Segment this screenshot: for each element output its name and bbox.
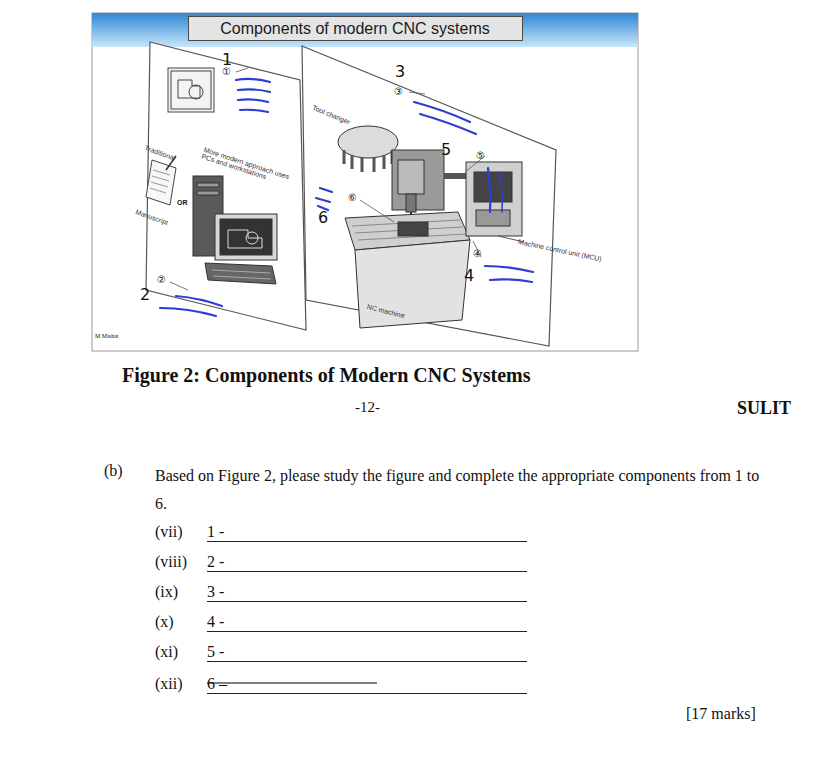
question-text: Based on Figure 2, please study the figu…: [155, 462, 770, 518]
panels: [146, 42, 556, 346]
answer-line: 4 -: [207, 613, 527, 632]
illustration-stroke: [476, 210, 510, 226]
item-number: (viii): [155, 553, 187, 571]
illustration-stroke: [414, 102, 470, 122]
illustration-stroke: [392, 150, 444, 210]
illustration-stroke: [246, 232, 258, 244]
item-number: (x): [155, 613, 174, 631]
illustration-stroke: [189, 85, 203, 99]
callout-number: ⑥: [348, 192, 357, 203]
classification-mark: SULIT: [737, 398, 791, 419]
item-number: (xi): [155, 643, 178, 661]
figure-frame: [92, 13, 638, 351]
illustration-stroke: [215, 214, 277, 260]
illustration-stroke: [474, 172, 512, 202]
tool-changer: [338, 126, 398, 172]
callout-number: ⑤: [476, 150, 485, 161]
mcu-box: [466, 162, 524, 242]
illustration-stroke: [398, 222, 428, 236]
illustration-stroke: [212, 270, 271, 279]
pc-workstation: [193, 176, 277, 284]
callout-number: ①: [222, 66, 231, 77]
illustration-stroke: [420, 114, 476, 134]
illustration-stroke: [146, 160, 176, 205]
handwritten-number: 4: [464, 266, 474, 285]
illustration-stroke: [360, 200, 394, 222]
illustration-stroke: [146, 42, 306, 330]
illustration-stroke: [236, 68, 248, 72]
leader-lines: [170, 68, 485, 290]
illustration-stroke: [92, 13, 638, 47]
callout-number: ③: [394, 86, 403, 97]
handwritten-number: 2: [140, 285, 150, 304]
illustration-stroke: [352, 220, 466, 240]
item-number: (xii): [155, 675, 183, 693]
illustration-stroke: [466, 162, 522, 236]
illustration-stroke: [178, 80, 200, 98]
illustration-stroke: [500, 172, 502, 212]
illustration-stroke: [488, 168, 490, 212]
illustration-stroke: [316, 188, 332, 210]
illustration-stroke: [197, 191, 219, 195]
illustration-stroke: [302, 46, 556, 346]
figure-caption: Figure 2: Components of Modern CNC Syste…: [122, 364, 531, 387]
illustration-stroke: [490, 279, 532, 282]
drawing-icon: [168, 68, 214, 112]
illustration-stroke: [444, 173, 466, 179]
answer-line: 1 -: [207, 523, 527, 542]
illustration-stroke: [406, 194, 416, 212]
illustration-stroke: [197, 183, 219, 187]
illustration-stroke: [228, 230, 262, 248]
marks-label: [17 marks]: [686, 705, 756, 723]
illustration-stroke: [236, 79, 270, 82]
illustration-stroke: [168, 68, 214, 112]
handwritten-number: 6: [318, 208, 328, 227]
illustration-stroke: [398, 160, 424, 194]
illustration-stroke: [160, 308, 216, 316]
answer-line-dark: [207, 682, 377, 683]
illustration-stroke: [240, 110, 268, 112]
illustration-stroke: [485, 266, 533, 272]
illustration-stroke: [170, 282, 188, 290]
credit-label: M Mishat: [95, 333, 119, 339]
handwritten-number: 5: [441, 140, 451, 159]
illustration-stroke: [205, 263, 276, 284]
figure-title: Components of modern CNC systems: [220, 19, 489, 38]
illustration-stroke: [150, 170, 170, 193]
answer-line: 5 -: [207, 643, 527, 662]
illustration-stroke: [176, 296, 222, 306]
nc-machine: [345, 150, 470, 328]
illustration-stroke: [238, 89, 270, 92]
answer-line: 2 -: [207, 553, 527, 572]
answer-line: 3 -: [207, 583, 527, 602]
handwritten-scribbles: [160, 79, 533, 316]
illustration-stroke: [338, 126, 398, 158]
callout-number: ②: [157, 274, 166, 285]
illustration-stroke: [238, 99, 268, 102]
illustration-stroke: [171, 71, 211, 109]
answer-line: 6 –: [207, 675, 527, 694]
item-number: (vii): [155, 523, 183, 541]
illustration-stroke: [344, 150, 392, 172]
handwritten-number: 3: [395, 62, 405, 81]
illustration-stroke: [92, 13, 638, 351]
callout-number: ④: [473, 248, 482, 259]
page-number: -12-: [355, 399, 380, 416]
illustration-stroke: [355, 240, 470, 328]
illustration-stroke: [220, 219, 272, 255]
manuscript-icon: [146, 156, 176, 205]
item-number: (ix): [155, 583, 178, 601]
question-number: (b): [104, 462, 123, 480]
title-box: Components of modern CNC systems: [188, 16, 523, 41]
part-label: OR: [177, 199, 188, 206]
illustration-stroke: [409, 92, 425, 94]
